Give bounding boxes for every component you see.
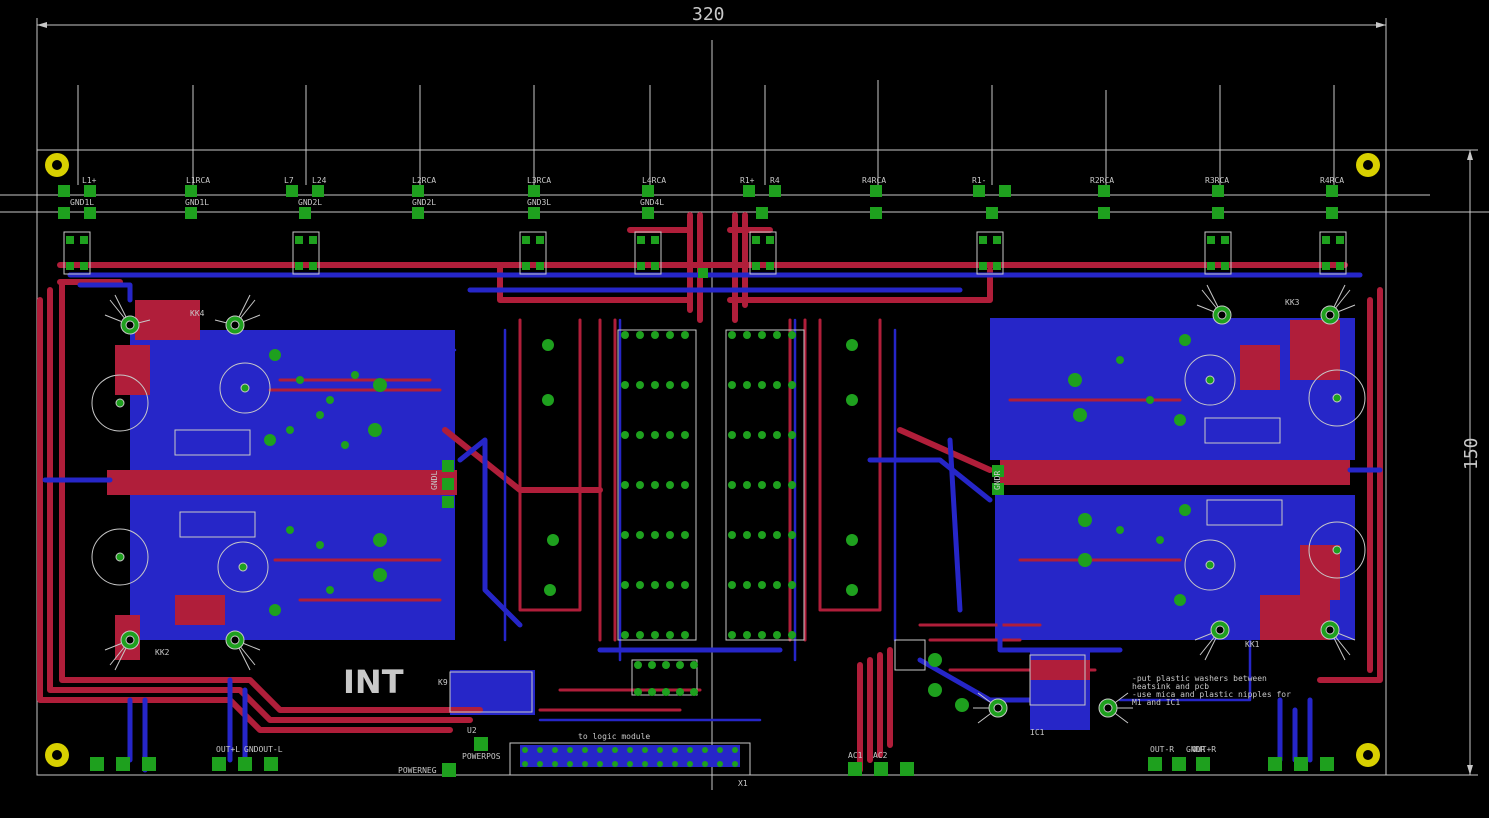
label-kk4: KK4 — [190, 309, 205, 318]
label-l2rca: L2RCA — [412, 176, 436, 185]
label-gndl: GNDL — [430, 471, 439, 490]
note-line: -put plastic washers between — [1132, 674, 1267, 683]
label-r4: R4 — [770, 176, 780, 185]
label-kk1: KK1 — [1245, 640, 1260, 649]
bottom-copper-traces — [42, 272, 1383, 773]
label-kk3: KK3 — [1285, 298, 1300, 307]
label-ic1: IC1 — [1030, 728, 1045, 737]
label-x1: X1 — [738, 779, 748, 788]
int-label: INT — [343, 663, 404, 701]
edge-connector-pads — [90, 268, 1334, 777]
label-r4rca: R4RCA — [862, 176, 886, 185]
note-line: heatsink and pcb — [1132, 682, 1209, 691]
note-line: -use mica and plastic nipples for — [1132, 690, 1291, 699]
label-gnd4l: GND4L — [640, 198, 664, 207]
label-out-plus-r: OUT+R — [1192, 745, 1216, 754]
label-l7: L7 — [284, 176, 294, 185]
label-ac1: AC1 — [848, 751, 863, 760]
logic-module-label: to logic module — [578, 732, 650, 741]
label-out-plus-l: OUT+L — [216, 745, 240, 754]
top-copper-planes — [107, 300, 1350, 680]
label-r1minus: R1- — [972, 176, 986, 185]
note-line: M1 and IC1 — [1132, 698, 1180, 707]
label-powerpos: POWERPOS — [462, 752, 501, 761]
label-gnd1l: GND1L — [70, 198, 94, 207]
height-label: 150 — [1461, 437, 1482, 470]
width-label: 320 — [692, 4, 725, 25]
label-ac2: AC2 — [873, 751, 888, 760]
heatsink-icon — [104, 284, 1356, 724]
label-l3rca: L3RCA — [527, 176, 551, 185]
logic-module-header: to logic module X1 — [509, 732, 751, 788]
label-l4rca: L4RCA — [642, 176, 666, 185]
label-k9: K9 — [438, 678, 448, 687]
label-gnd1l-b: GND1L — [185, 198, 209, 207]
label-out-minus-r: OUT-R — [1150, 745, 1174, 754]
width-dimension: 320 — [36, 4, 1387, 150]
label-r2rca: R2RCA — [1090, 176, 1114, 185]
label-gndr: GNDR — [1186, 745, 1205, 754]
label-gnd-out-minus-l: GNDOUT-L — [244, 745, 283, 754]
label-gnd3l: GND3L — [527, 198, 551, 207]
label-gnd2l: GND2L — [298, 198, 322, 207]
resistor-ladder — [617, 329, 805, 696]
label-r4rca-2: R4RCA — [1320, 176, 1344, 185]
label-l1plus: L1+ — [82, 176, 97, 185]
label-gnd2l-b: GND2L — [412, 198, 436, 207]
label-l1rca: L1RCA — [186, 176, 210, 185]
label-r1plus: R1+ — [740, 176, 755, 185]
assembly-notes: -put plastic washers between heatsink an… — [1132, 674, 1291, 707]
label-r3rca: R3RCA — [1205, 176, 1229, 185]
input-relay-blocks — [63, 231, 1347, 275]
input-connector-row: L1+ L1RCA L7 L24 L2RCA L3RCA L4RCA GND1L… — [58, 176, 1344, 219]
label-l24: L24 — [312, 176, 327, 185]
label-u2: U2 — [467, 726, 477, 735]
mount-hole-icon — [45, 153, 1380, 767]
capacitor-icon — [91, 354, 1366, 593]
label-powerneg: POWERNEG — [398, 766, 437, 775]
label-kk2: KK2 — [155, 648, 170, 657]
amp-component-pads — [264, 334, 1191, 712]
label-gndr-side: GNDR — [993, 471, 1002, 490]
height-dimension: 150 — [1386, 149, 1482, 776]
